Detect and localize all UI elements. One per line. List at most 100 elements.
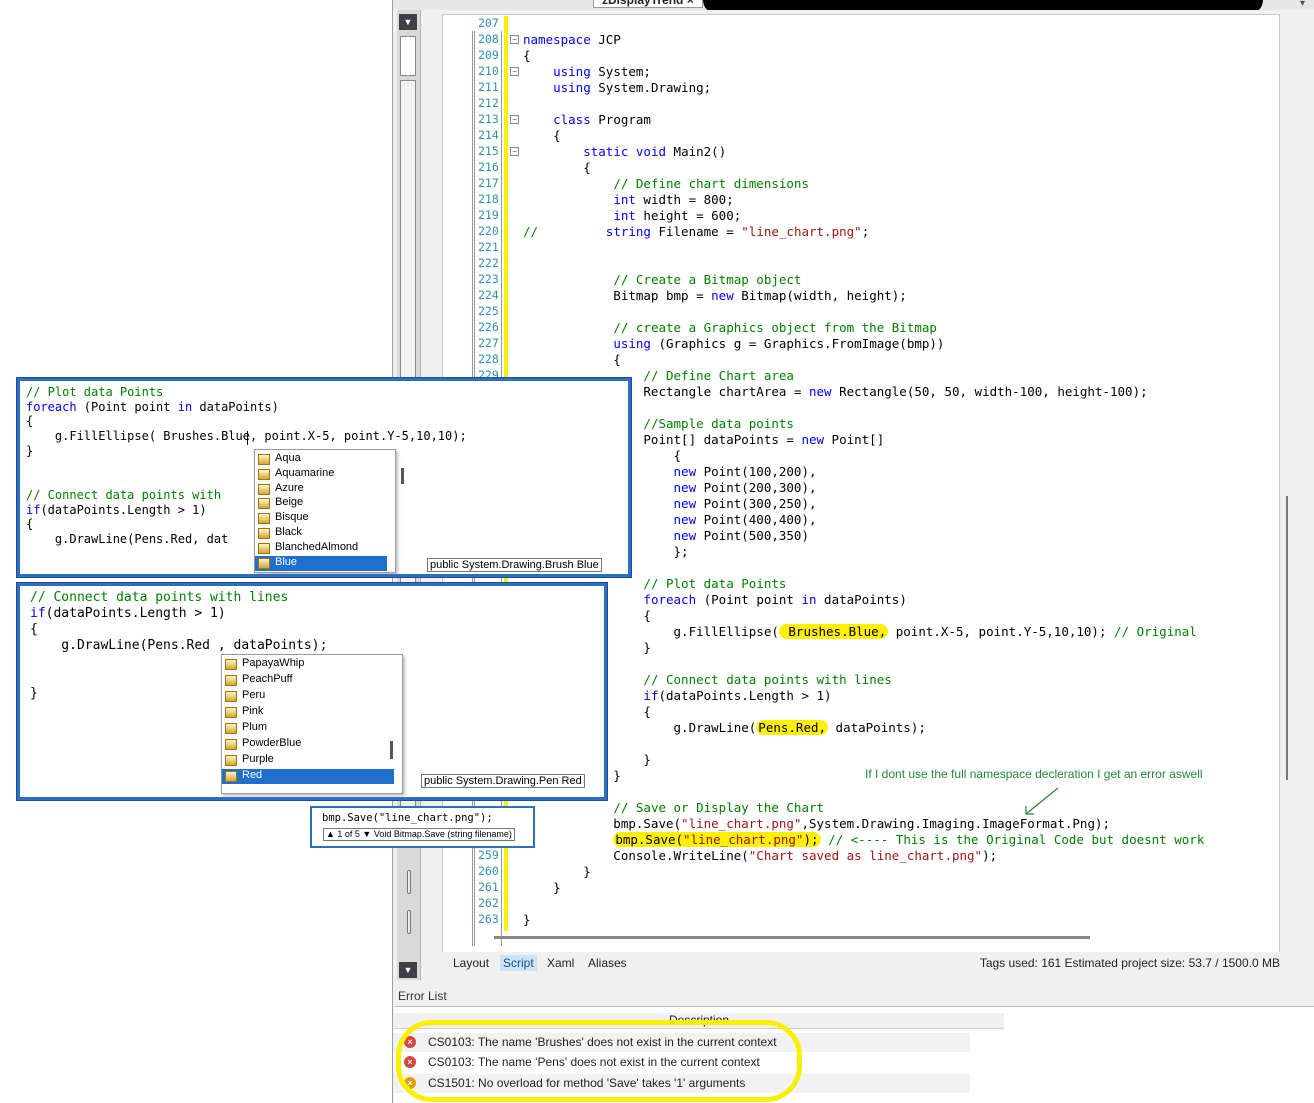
collapse-arrow-icon[interactable]: ▼ — [399, 14, 417, 30]
code-line: } — [523, 864, 591, 879]
snapshot-code-line: bmp.Save("line_chart.png"); — [322, 812, 493, 824]
line-number: 228 — [478, 352, 499, 366]
autocomplete-item-label: Bisque — [275, 511, 309, 524]
snapshot-code-line: // Connect data points with lines — [30, 590, 289, 605]
autocomplete-item-label: Pink — [242, 705, 264, 717]
redaction-bar — [703, 0, 1263, 10]
line-number: 215 — [478, 144, 499, 158]
snapshot-code-line: { — [30, 622, 38, 637]
snapshot-code-line: g.DrawLine(Pens.Red, dat — [26, 532, 229, 546]
annotation-note: If I dont use the full namespace declera… — [865, 767, 1203, 781]
tab-script[interactable]: Script — [500, 955, 537, 971]
autocomplete-item[interactable]: Black — [255, 526, 387, 541]
autocomplete-item[interactable]: Aqua — [255, 452, 387, 467]
autocomplete-item-label: Aqua — [275, 452, 301, 464]
autocomplete-item[interactable]: PapayaWhip — [222, 657, 394, 672]
code-line: static void Main2() — [583, 144, 727, 159]
code-line: Bitmap bmp = new Bitmap(width, height); — [523, 288, 907, 303]
code-line: new Point(200,300), — [673, 480, 817, 495]
tool-mark-icon — [407, 910, 411, 934]
expand-arrow-icon[interactable]: ▼ — [399, 962, 417, 978]
code-line: } — [643, 640, 651, 655]
code-line: { — [523, 48, 531, 63]
document-tab-strip: zDisplayTrend × ▾ — [393, 0, 1314, 10]
autocomplete-item[interactable]: Red — [222, 769, 394, 784]
member-tooltip: public System.Drawing.Pen Red — [421, 774, 585, 788]
property-icon — [225, 675, 237, 686]
document-tab[interactable]: zDisplayTrend × — [593, 0, 703, 8]
line-number: 259 — [478, 848, 499, 862]
code-line: Console.WriteLine("Chart saved as line_c… — [523, 848, 998, 863]
autocomplete-item[interactable]: PowderBlue — [222, 737, 394, 752]
line-number: 223 — [478, 272, 499, 286]
code-line: }; — [673, 544, 689, 559]
tab-layout[interactable]: Layout — [453, 956, 490, 970]
line-number: 208 — [478, 32, 499, 46]
line-number: 209 — [478, 48, 499, 62]
autocomplete-item[interactable]: Pink — [222, 705, 394, 720]
autocomplete-item[interactable]: Blue — [255, 555, 387, 571]
fold-toggle-icon[interactable]: − — [510, 147, 519, 156]
signature-help-tooltip[interactable]: ▲ 1 of 5 ▼ Void Bitmap.Save (string file… — [323, 828, 515, 841]
list-scrollbar[interactable] — [401, 468, 404, 484]
code-line: class Program — [553, 112, 651, 127]
code-line: // Plot data Points — [643, 576, 787, 591]
line-number: 260 — [478, 864, 499, 878]
code-line: { — [523, 352, 621, 367]
autocomplete-item[interactable]: Aquamarine — [255, 467, 387, 482]
property-icon — [258, 528, 270, 539]
property-icon — [225, 771, 237, 782]
annotation-arrow-icon — [1025, 787, 1059, 815]
error-row[interactable]: × CS1501: No overload for method 'Save' … — [394, 1074, 970, 1093]
line-number: 222 — [478, 256, 499, 270]
code-line: // string Filename = "line_chart.png"; — [523, 224, 870, 239]
code-line: // Define chart dimensions — [613, 176, 809, 191]
snapshot-code-line: } — [30, 686, 38, 701]
property-icon — [258, 498, 270, 510]
autocomplete-item[interactable]: Bisque — [255, 511, 387, 526]
fold-toggle-icon[interactable]: − — [510, 67, 519, 76]
property-icon — [225, 659, 237, 670]
code-line: int width = 800; — [613, 192, 734, 207]
autocomplete-item[interactable]: PeachPuff — [222, 673, 394, 688]
property-icon — [225, 755, 237, 766]
code-line: // Save or Display the Chart — [613, 800, 825, 815]
error-list-title: Error List — [398, 989, 447, 1003]
horizontal-scrollbar[interactable] — [494, 936, 1090, 939]
autocomplete-item[interactable]: BlanchedAlmond — [255, 541, 387, 556]
property-icon — [225, 691, 237, 702]
line-number: 220 — [478, 224, 499, 238]
code-line: } — [643, 752, 651, 767]
code-line: } — [613, 768, 621, 783]
autocomplete-item[interactable]: Plum — [222, 721, 394, 736]
snapshot-code-line: if(dataPoints.Length > 1) — [30, 606, 226, 621]
code-line: int height = 600; — [613, 208, 742, 223]
property-icon — [258, 542, 270, 554]
error-row[interactable]: × CS0103: The name 'Pens' does not exist… — [394, 1053, 970, 1072]
autocomplete-item[interactable]: Peru — [222, 689, 394, 704]
snapshot-code-line: { — [26, 414, 34, 429]
tab-xaml[interactable]: Xaml — [547, 956, 575, 970]
line-number: 261 — [478, 880, 499, 894]
tab-dropdown-icon[interactable]: ▾ — [1299, 0, 1305, 9]
fold-toggle-icon[interactable]: − — [510, 35, 519, 44]
error-message: CS1501: No overload for method 'Save' ta… — [428, 1076, 746, 1090]
line-number: 217 — [478, 176, 499, 190]
property-icon — [258, 468, 270, 480]
tab-aliases[interactable]: Aliases — [588, 956, 627, 970]
autocomplete-item[interactable]: Beige — [255, 496, 387, 511]
property-icon — [258, 454, 270, 465]
autocomplete-item[interactable]: Azure — [255, 482, 387, 497]
code-line: // create a Graphics object from the Bit… — [613, 320, 937, 335]
fold-toggle-icon[interactable]: − — [510, 115, 519, 124]
autocomplete-item-label: Red — [242, 769, 263, 781]
autocomplete-item[interactable]: Purple — [222, 753, 394, 768]
line-number: 207 — [478, 16, 499, 30]
vertical-scrollbar[interactable] — [1286, 496, 1288, 780]
autocomplete-item-label: Azure — [275, 481, 304, 494]
save-signature-snapshot: bmp.Save("line_chart.png"); ▲ 1 of 5 ▼ V… — [310, 806, 535, 848]
list-scrollbar[interactable] — [390, 741, 393, 759]
